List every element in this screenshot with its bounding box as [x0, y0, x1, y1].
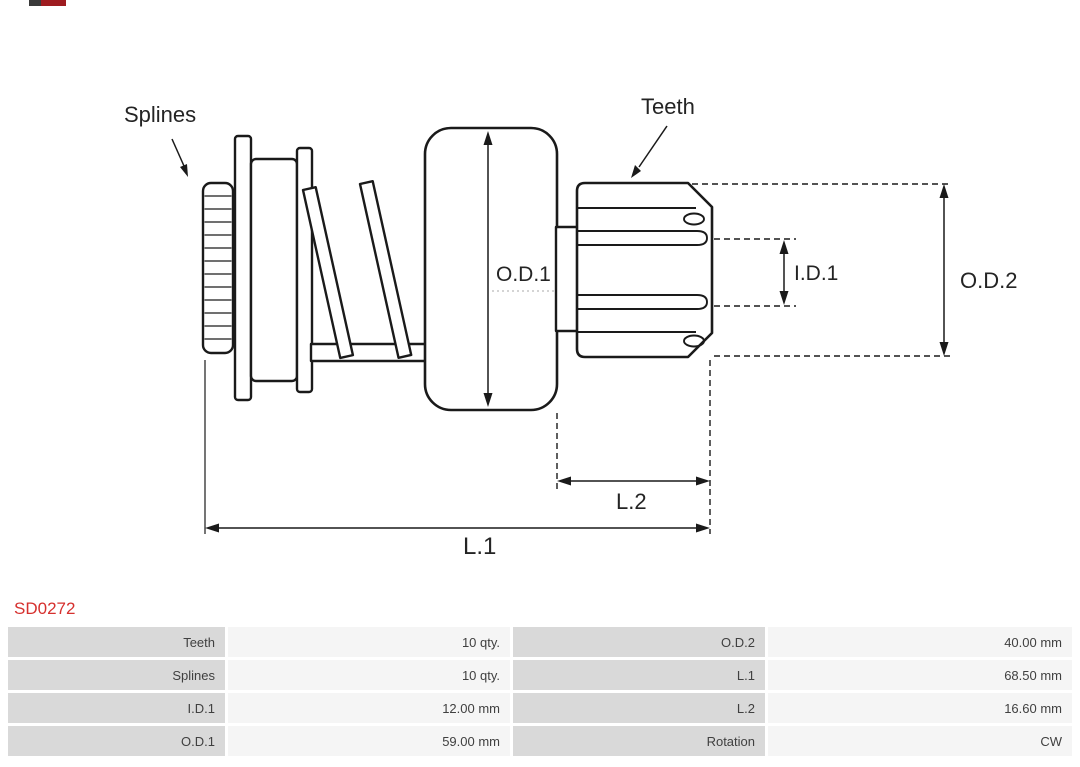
- od2-label: O.D.2: [960, 268, 1017, 293]
- teeth-callout: Teeth: [631, 94, 695, 178]
- spec-value-cell: 68.50 mm: [768, 660, 1072, 690]
- spec-label-cell: I.D.1: [8, 693, 225, 723]
- id1-label: I.D.1: [794, 262, 838, 285]
- stop-collar: [233, 134, 253, 402]
- spec-value-cell: 40.00 mm: [768, 627, 1072, 657]
- spec-label-cell: O.D.1: [8, 726, 225, 756]
- spec-value-cell: 59.00 mm: [228, 726, 510, 756]
- product-code: SD0272: [14, 599, 76, 618]
- dimension-od2: O.D.2: [692, 183, 1017, 357]
- spec-value-cell: 12.00 mm: [228, 693, 510, 723]
- dimension-l2: L.2: [556, 360, 711, 514]
- spec-label-cell: O.D.2: [513, 627, 765, 657]
- logo-fragment-dark: [29, 0, 41, 6]
- spec-label-cell: Rotation: [513, 726, 765, 756]
- teeth-label: Teeth: [641, 94, 695, 119]
- spec-label-cell: Teeth: [8, 627, 225, 657]
- logo-fragment: [29, 0, 66, 6]
- dimension-l1: L.1: [204, 360, 711, 560]
- spline-shaft: [201, 181, 235, 355]
- od1-label: O.D.1: [496, 263, 551, 286]
- spec-label-cell: L.1: [513, 660, 765, 690]
- logo-fragment-red: [41, 0, 66, 6]
- l2-label: L.2: [616, 489, 647, 514]
- spec-value-cell: 16.60 mm: [768, 693, 1072, 723]
- l1-label: L.1: [463, 533, 496, 560]
- spec-value-cell: 10 qty.: [228, 660, 510, 690]
- technical-drawing: O.D.1 O.D.2 I.D.1: [124, 94, 1017, 560]
- splines-callout: Splines: [124, 102, 196, 177]
- splines-label: Splines: [124, 102, 196, 127]
- spec-value-cell: CW: [768, 726, 1072, 756]
- spec-label-cell: L.2: [513, 693, 765, 723]
- barrel: [249, 157, 299, 383]
- gear-teeth: [578, 207, 708, 348]
- pinion-neck: [554, 225, 580, 333]
- dimension-od1: O.D.1: [483, 131, 554, 407]
- spring: [301, 179, 413, 360]
- dimension-id1: I.D.1: [714, 238, 838, 307]
- spec-label-cell: Splines: [8, 660, 225, 690]
- spec-value-cell: 10 qty.: [228, 627, 510, 657]
- pinion-gear: [575, 181, 714, 359]
- spline-ridges: [204, 195, 232, 340]
- specs-table: Teeth 10 qty. O.D.2 40.00 mm Splines 10 …: [8, 627, 1072, 756]
- flange: [295, 146, 314, 394]
